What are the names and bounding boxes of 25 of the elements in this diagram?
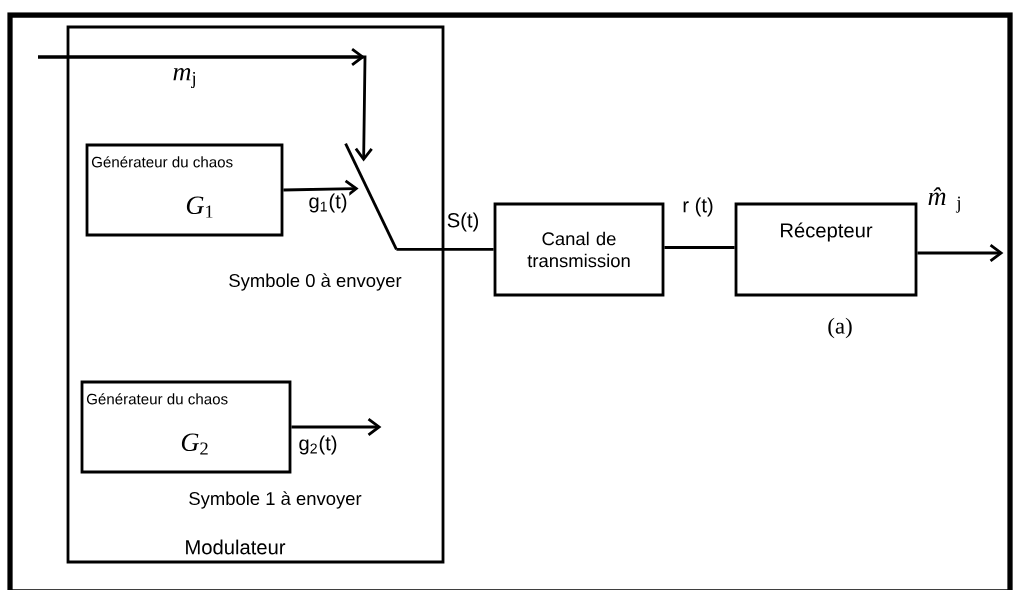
block-box (80, 380, 292, 474)
block-box (734, 202, 918, 297)
block-symbol: G$_{1}$ (186, 196, 213, 218)
block-box (85, 143, 284, 237)
edge-label: g$_{2}$(t) (299, 435, 337, 455)
block-box (493, 202, 665, 297)
edge-label: r (t) (683, 197, 713, 217)
block-title: Générateur du chaos (86, 393, 228, 405)
arrow (291, 417, 382, 437)
node-label: Symbole 1 à envoyer (189, 491, 362, 509)
edge-label: m̂$_{j}$ (928, 187, 960, 213)
node-label: Symbole 0 à envoyer (229, 273, 402, 291)
block-title: Modulateur (186, 539, 286, 555)
edge-label: g$_{1}$(t) (309, 193, 347, 213)
edge-label: m$_{j}$ (173, 67, 196, 89)
arrow (38, 47, 373, 162)
block-title: Récepteur (781, 222, 873, 242)
edge-label: S(t) (447, 212, 479, 232)
modulator-box (66, 25, 445, 564)
block-symbol: G$_{2}$ (181, 433, 208, 455)
block-title: Canal de transmission (527, 231, 630, 268)
panel-label: (a) (828, 317, 852, 339)
arrow (283, 179, 359, 198)
block-title: Générateur du chaos (91, 156, 233, 168)
arrow (917, 243, 1004, 263)
